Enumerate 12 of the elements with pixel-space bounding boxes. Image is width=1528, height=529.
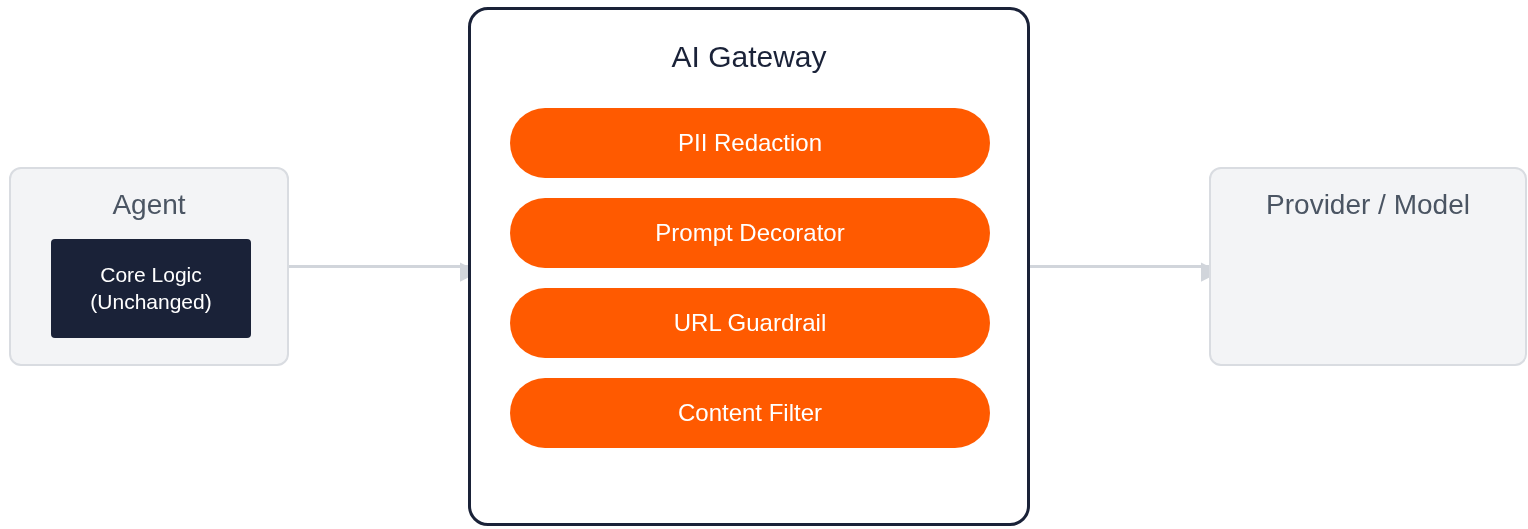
node-title: Agent xyxy=(112,189,186,221)
node-title: AI Gateway xyxy=(671,40,827,74)
node-title: Prompt Decorator xyxy=(655,219,845,247)
node-title: PII Redaction xyxy=(677,129,823,157)
node-title: Provider / Model xyxy=(1266,189,1470,221)
module-box xyxy=(51,239,251,338)
node-title: Content Filter xyxy=(677,399,823,427)
node-title: URL Guardrail xyxy=(673,309,827,337)
component-box xyxy=(1209,167,1527,366)
component-box xyxy=(9,167,289,366)
gateway-container xyxy=(468,7,1030,526)
node-title: Core Logic (Unchanged) xyxy=(89,262,213,315)
